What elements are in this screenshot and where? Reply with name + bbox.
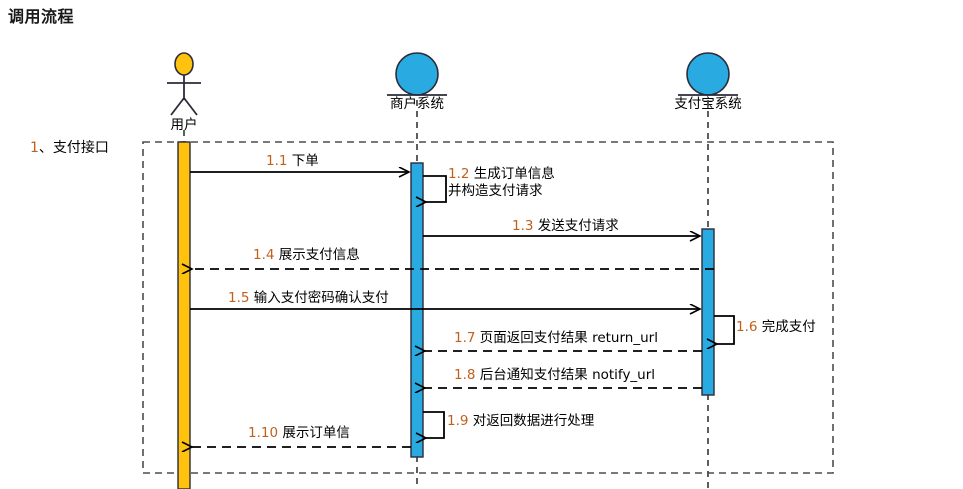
message-number: 1.9 xyxy=(447,413,469,429)
message-label-1-2: 1.2 生成订单信息 并构造支付请求 xyxy=(448,166,555,200)
message-text: 对返回数据进行处理 xyxy=(472,413,595,429)
message-number: 1.3 xyxy=(512,218,534,234)
message-label-1-4: 1.4 展示支付信息 xyxy=(253,247,360,264)
message-number: 1.2 xyxy=(448,166,470,182)
actor-user-icon xyxy=(167,52,201,116)
message-number: 1.8 xyxy=(454,367,476,383)
message-text: 后台通知支付结果 notify_url xyxy=(479,367,656,383)
message-number: 1.5 xyxy=(228,290,250,306)
message-label-1-1: 1.1 下单 xyxy=(266,153,319,170)
message-text: 展示支付信息 xyxy=(278,247,360,263)
message-label-1-8: 1.8 后台通知支付结果 notify_url xyxy=(454,367,655,384)
message-text: 输入支付密码确认支付 xyxy=(253,290,389,306)
message-number: 1.1 xyxy=(266,153,288,169)
actor-alipay-icon xyxy=(678,52,738,96)
message-label-1-5: 1.5 输入支付密码确认支付 xyxy=(228,290,389,307)
participant-label-user: 用户 xyxy=(170,117,198,133)
message-number: 1.6 xyxy=(736,319,758,335)
frame-label-text: 、支付接口 xyxy=(38,140,109,156)
frame-label-number: 1 xyxy=(30,140,39,156)
message-label-1-3: 1.3 发送支付请求 xyxy=(512,218,619,235)
message-label-1-10: 1.10 展示订单信 xyxy=(248,425,350,442)
message-number: 1.4 xyxy=(253,247,275,263)
activation-bar-alipay xyxy=(701,228,715,396)
page-title: 调用流程 xyxy=(8,7,75,26)
message-text: 展示订单信 xyxy=(282,425,350,441)
message-label-1-9: 1.9 对返回数据进行处理 xyxy=(447,413,594,430)
message-text: 下单 xyxy=(291,153,319,169)
message-number: 1.10 xyxy=(248,425,279,441)
message-text: 生成订单信息 xyxy=(473,166,555,182)
frame-border xyxy=(142,141,834,474)
frame-label: 1、支付接口 xyxy=(30,137,109,157)
message-label-1-6: 1.6 完成支付 xyxy=(736,319,816,336)
activation-bar-merchant xyxy=(410,162,424,458)
activation-bar-user xyxy=(177,141,191,489)
message-arrow-1-2 xyxy=(423,175,447,202)
message-text-line2: 并构造支付请求 xyxy=(448,183,543,199)
message-number: 1.7 xyxy=(454,330,476,346)
message-text: 发送支付请求 xyxy=(537,218,619,234)
message-arrow-1-6 xyxy=(714,315,735,344)
actor-merchant-icon xyxy=(387,52,447,96)
message-text: 页面返回支付结果 return_url xyxy=(479,330,658,346)
message-label-1-7: 1.7 页面返回支付结果 return_url xyxy=(454,330,658,347)
message-text: 完成支付 xyxy=(761,319,816,335)
message-arrow-1-9 xyxy=(423,411,445,438)
